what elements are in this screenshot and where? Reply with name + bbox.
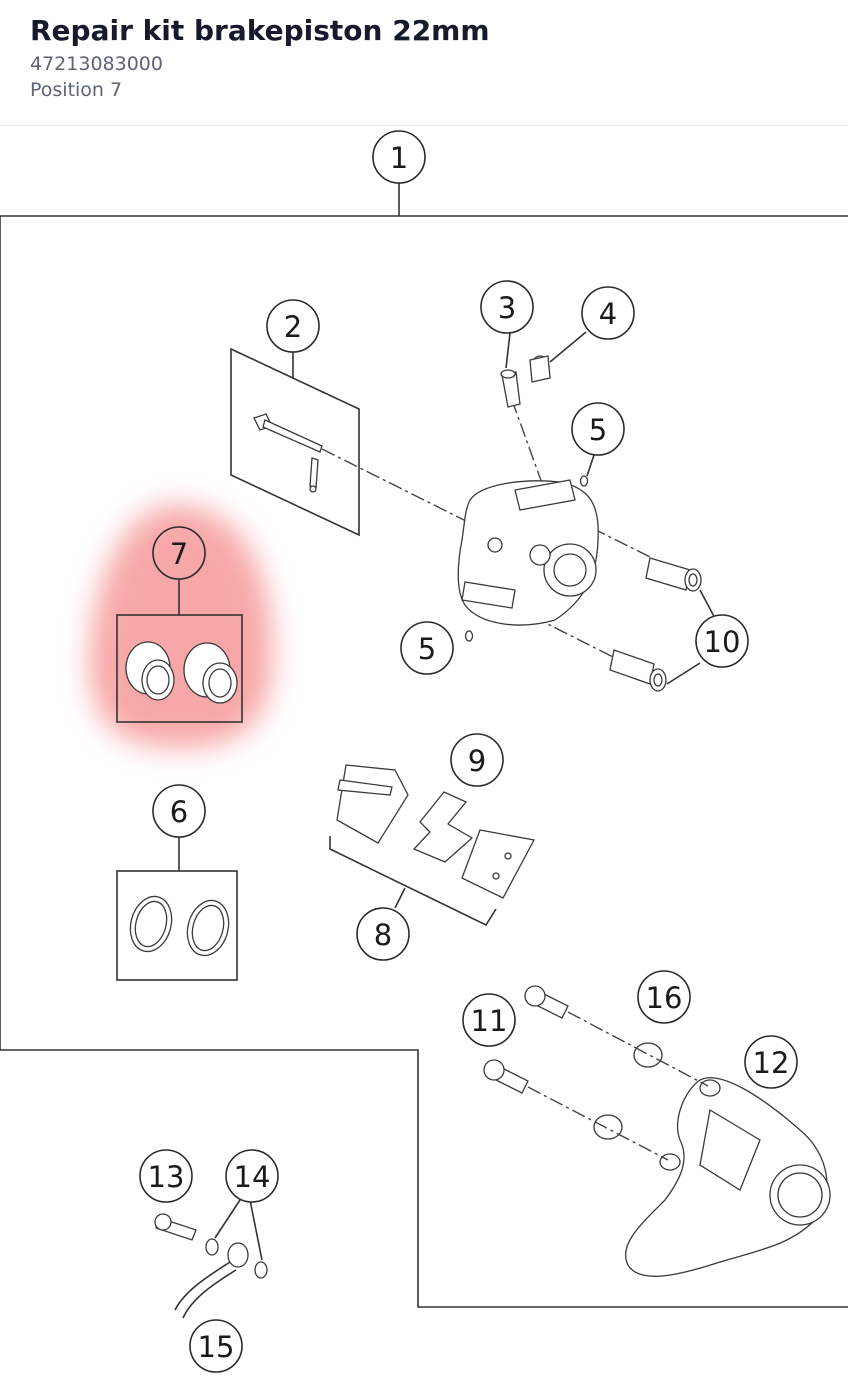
part-6-seals[interactable]: [116, 837, 238, 981]
callout-9[interactable]: 9: [450, 733, 504, 787]
callout-5b[interactable]: 5: [400, 621, 454, 675]
callout-10[interactable]: 10: [695, 614, 749, 668]
page-header: Repair kit brakepiston 22mm 47213083000 …: [0, 0, 848, 126]
callout-label: 5: [418, 632, 436, 666]
callout-circle: [571, 402, 625, 456]
callout-label: 12: [753, 1046, 790, 1080]
callout-circle: [189, 1319, 243, 1373]
callout-label: 13: [148, 1160, 185, 1194]
part-7-pistons[interactable]: [116, 580, 243, 723]
callout-12[interactable]: 12: [744, 1035, 798, 1089]
callout-4[interactable]: 4: [581, 286, 635, 340]
callout-circle: [581, 286, 635, 340]
part-9-spring[interactable]: [412, 791, 474, 863]
part-2-bolt-set[interactable]: [230, 347, 360, 537]
callout-label: 7: [170, 537, 188, 571]
part-14-washers[interactable]: [205, 1199, 268, 1279]
callout-circle: [462, 993, 516, 1047]
callout-label: 8: [374, 918, 392, 952]
part-13-banjo-bolt[interactable]: [154, 1213, 197, 1241]
part-3-bleeder[interactable]: [500, 332, 521, 408]
callout-circle: [225, 1149, 279, 1203]
callout-15[interactable]: 15: [189, 1319, 243, 1373]
callout-6[interactable]: 6: [152, 784, 206, 838]
callout-circle: [480, 280, 534, 334]
page-title: Repair kit brakepiston 22mm: [30, 14, 490, 47]
part-16-bushings[interactable]: [593, 1042, 663, 1140]
part-11-bolts[interactable]: [483, 985, 569, 1094]
callout-label: 15: [198, 1330, 235, 1364]
callout-circle: [744, 1035, 798, 1089]
part-caliper-body[interactable]: [457, 479, 599, 626]
callout-label: 5: [589, 413, 607, 447]
callout-circle: [266, 299, 320, 353]
callout-8[interactable]: 8: [356, 907, 410, 961]
callout-circle: [139, 1149, 193, 1203]
part-4-cap[interactable]: [529, 331, 587, 383]
position-label: Position 7: [30, 79, 123, 101]
part-10-pins[interactable]: [609, 557, 718, 692]
part-number: 47213083000: [30, 53, 163, 75]
callout-11[interactable]: 11: [462, 993, 516, 1047]
callout-circle: [372, 130, 426, 184]
part-5-oring-bottom[interactable]: [464, 630, 474, 642]
callout-7[interactable]: 7: [152, 526, 206, 580]
callout-label: 2: [284, 310, 302, 344]
callout-5a[interactable]: 5: [571, 402, 625, 456]
callout-16[interactable]: 16: [637, 970, 691, 1024]
callout-3[interactable]: 3: [480, 280, 534, 334]
part-12-bracket[interactable]: [624, 1077, 831, 1277]
callout-label: 6: [170, 795, 188, 829]
callout-circle: [400, 621, 454, 675]
callout-label: 11: [471, 1004, 508, 1038]
callout-circle: [152, 526, 206, 580]
assembly-frame: [0, 215, 848, 1308]
callout-label: 14: [234, 1160, 271, 1194]
callout-14[interactable]: 14: [225, 1149, 279, 1203]
part-8-brake-pads[interactable]: [329, 764, 535, 927]
callout-label: 9: [468, 744, 486, 778]
callout-circle: [637, 970, 691, 1024]
callout-13[interactable]: 13: [139, 1149, 193, 1203]
part-5-oring-top[interactable]: [579, 475, 589, 487]
callout-1[interactable]: 1: [372, 130, 426, 184]
callout-label: 16: [646, 981, 683, 1015]
part-15-brake-line[interactable]: [174, 1242, 249, 1319]
callout-2[interactable]: 2: [266, 299, 320, 353]
callout-circle: [356, 907, 410, 961]
callout-circle: [450, 733, 504, 787]
callout-label: 1: [390, 141, 408, 175]
callout-circle: [695, 614, 749, 668]
callout-circle: [152, 784, 206, 838]
callout-label: 3: [498, 291, 516, 325]
callout-label: 4: [599, 297, 617, 331]
callout-label: 10: [704, 625, 741, 659]
